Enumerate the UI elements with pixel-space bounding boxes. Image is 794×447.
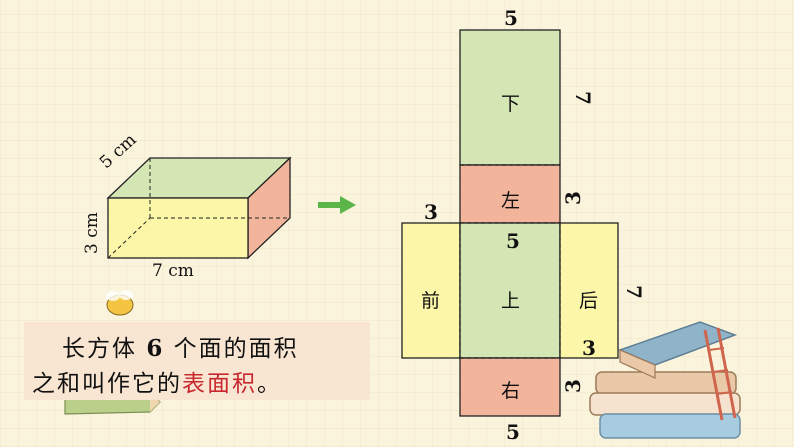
cuboid-height-label: 3 cm [82, 212, 102, 254]
note-line2-end: 。 [257, 371, 282, 397]
face-label-back: 后 [579, 290, 599, 312]
net-face-bottom [459, 29, 561, 166]
dim-left-wing-top: 3 [424, 200, 438, 224]
face-label-bottom: 下 [501, 93, 521, 115]
note-line1-text-b: 个面的面积 [173, 336, 299, 362]
note-line-2: 之和叫作它的表面积。 [32, 364, 282, 398]
dim-left-face-side: 3 [560, 191, 585, 205]
note-line1-number: 6 [146, 335, 165, 362]
dim-bottom-face-side: 7 [570, 91, 595, 105]
dim-back-bottom: 3 [582, 336, 596, 360]
net-face-front [401, 222, 461, 359]
right-arrow-icon [318, 196, 356, 214]
note-line2-text: 之和叫作它的 [32, 371, 182, 397]
dim-back-side: 7 [621, 285, 646, 299]
note-line-1: 长方体 6 个面的面积 [62, 329, 299, 363]
hidden-edge-diagonal [107, 217, 151, 259]
dim-right-face-side: 3 [560, 379, 585, 393]
dim-top-face-width: 5 [506, 229, 520, 253]
dim-top-edge: 5 [504, 6, 518, 30]
surface-area-term: 表面积 [182, 371, 257, 397]
net-face-right [459, 357, 561, 417]
cuboid-length-label: 7 cm [152, 261, 194, 281]
definition-note [24, 322, 370, 400]
net-face-back [559, 222, 619, 359]
face-label-front: 前 [421, 290, 441, 312]
note-line1-text-a: 长方体 [62, 336, 137, 362]
face-label-left: 左 [501, 190, 521, 212]
bee-icon [106, 290, 134, 316]
face-label-right: 右 [501, 380, 521, 402]
book-stack [589, 321, 741, 439]
dim-bottom-edge: 5 [506, 420, 520, 444]
face-label-top: 上 [501, 290, 521, 312]
cuboid-front-face [107, 197, 249, 259]
